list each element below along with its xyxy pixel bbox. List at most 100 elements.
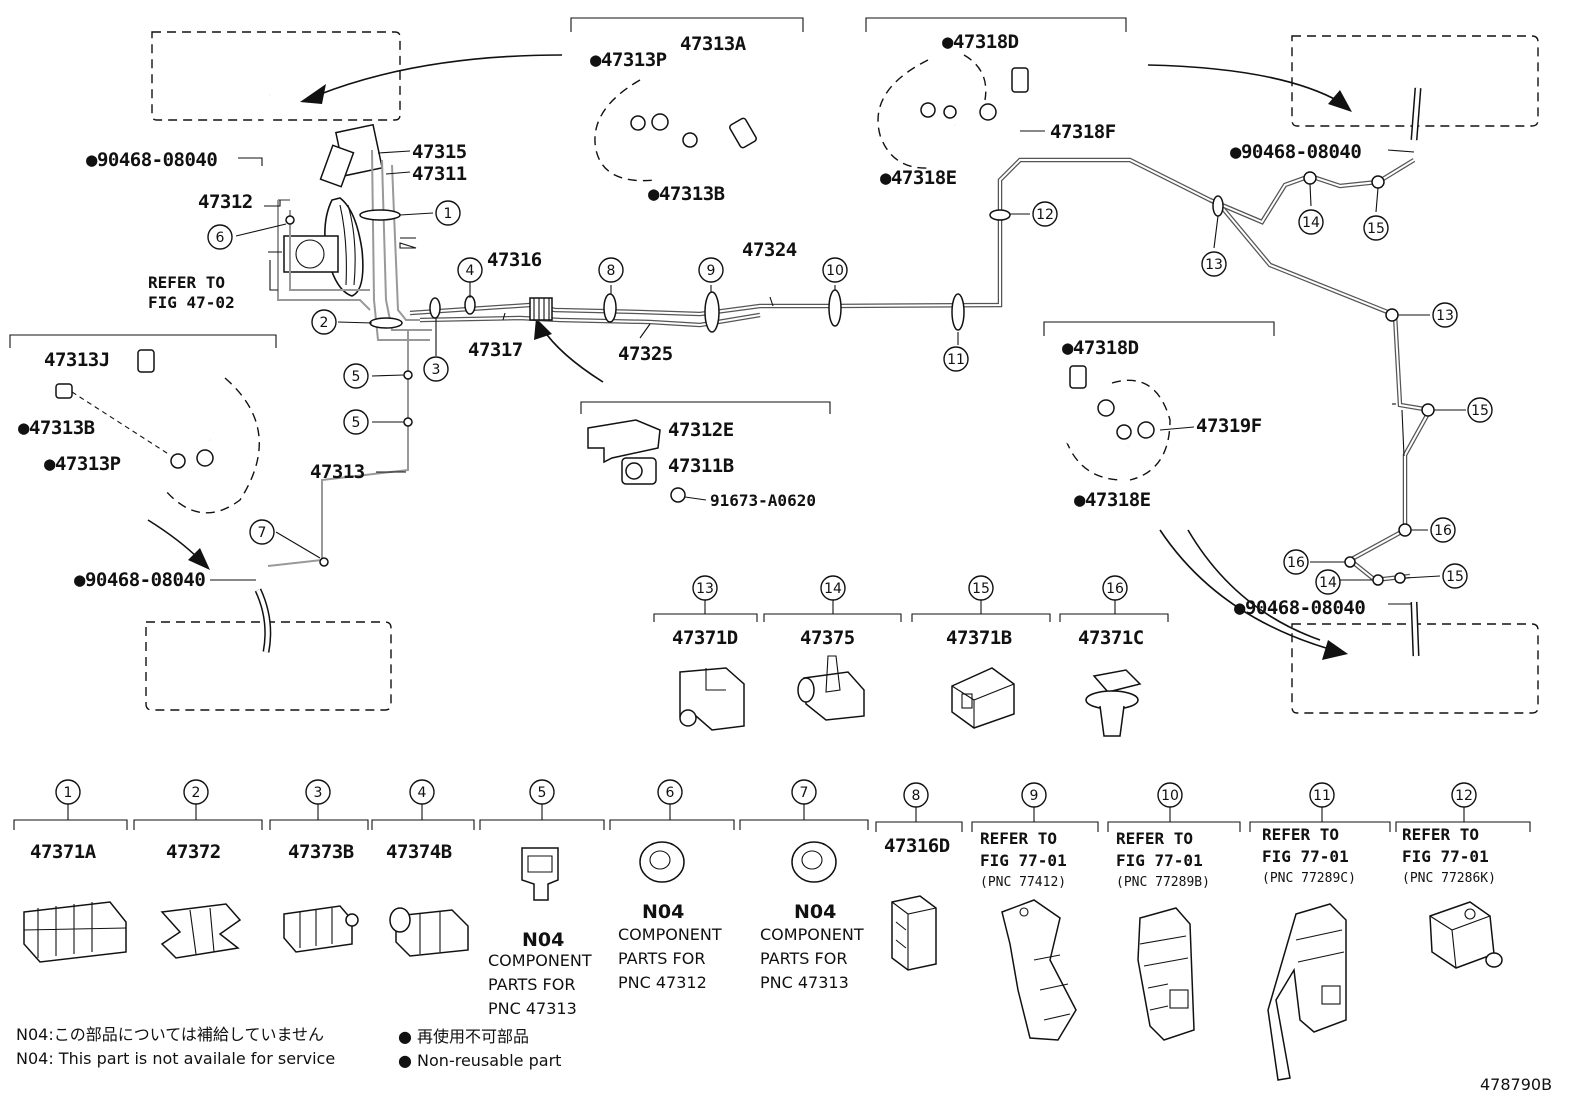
bottom-legend-8: 8 47316D — [875, 782, 963, 971]
label-47325: 47325 — [618, 343, 673, 365]
wheel-box-front-left — [151, 31, 401, 196]
svg-text:12: 12 — [1455, 788, 1473, 804]
svg-text:47373B: 47373B — [288, 841, 354, 863]
callout-7: 7 — [249, 519, 275, 545]
svg-text:47316D: 47316D — [884, 835, 950, 857]
svg-text:(PNC 77289C): (PNC 77289C) — [1262, 871, 1356, 886]
svg-text:47372: 47372 — [166, 841, 221, 863]
leader-lines — [210, 130, 1466, 605]
label-47313B-left: ●47313B — [18, 417, 95, 439]
label-90468-rear-right: ●90468-08040 — [1234, 597, 1365, 619]
callout-6: 6 — [207, 224, 233, 250]
svg-text:2: 2 — [192, 785, 201, 801]
footer-notes: N04:この部品については補給していません N04: This part is … — [16, 1025, 1552, 1094]
svg-text:16: 16 — [1434, 523, 1452, 539]
callout-4: 4 — [457, 257, 483, 283]
callout-15a: 15 — [1363, 215, 1389, 241]
wheel-box-front-right — [1291, 35, 1539, 141]
label-47313P-top: ●47313P — [590, 49, 667, 71]
label-91673-A0620: 91673-A0620 — [710, 491, 816, 510]
label-90468-front-left: ●90468-08040 — [86, 149, 217, 171]
label-47311B: 47311B — [668, 455, 734, 477]
svg-text:4: 4 — [466, 263, 475, 279]
svg-text:1: 1 — [64, 785, 73, 801]
svg-text:5: 5 — [538, 785, 547, 801]
bottom-legend-5: 5 N04 COMPONENT PARTS FOR PNC 47313 — [479, 779, 605, 1018]
callout-16b: 16 — [1283, 549, 1309, 575]
svg-text:10: 10 — [826, 263, 844, 279]
svg-text:(PNC 77286K): (PNC 77286K) — [1402, 871, 1496, 886]
label-47312E: 47312E — [668, 419, 734, 441]
callout-12: 12 — [1032, 201, 1058, 227]
bottom-legend-2: 2 47372 — [133, 779, 263, 959]
svg-text:REFER TO: REFER TO — [1262, 825, 1339, 844]
mid-legend-16: 16 47371C — [1059, 575, 1169, 737]
svg-text:47371D: 47371D — [672, 627, 738, 649]
callout-5b: 5 — [343, 409, 369, 435]
label-47315: 47315 — [412, 141, 467, 163]
callout-9: 9 — [698, 257, 724, 283]
bottom-legend-12: 12 REFER TO FIG 77-01 (PNC 77286K) — [1395, 782, 1531, 969]
callout-5a: 5 — [343, 363, 369, 389]
note-nonreusable-japanese: ● 再使用不可部品 — [398, 1027, 529, 1046]
master-cylinder-assembly — [277, 123, 432, 341]
svg-text:PARTS FOR: PARTS FOR — [760, 949, 847, 968]
mid-legend: 13 47371D 14 47375 15 47371B 16 47371 — [653, 575, 1169, 737]
svg-text:13: 13 — [1436, 308, 1454, 324]
label-47316: 47316 — [487, 249, 542, 271]
svg-text:13: 13 — [696, 581, 714, 597]
callout-10: 10 — [822, 257, 848, 283]
svg-text:12: 12 — [1036, 207, 1054, 223]
callout-14a: 14 — [1298, 209, 1324, 235]
mid-legend-14: 14 47375 — [763, 575, 902, 721]
svg-text:13: 13 — [1205, 257, 1223, 273]
callout-2: 2 — [311, 309, 337, 335]
svg-text:7: 7 — [258, 525, 267, 541]
svg-text:PARTS FOR: PARTS FOR — [488, 975, 575, 994]
svg-text:47371A: 47371A — [30, 841, 97, 863]
note-nonreusable-english: ● Non-reusable part — [398, 1051, 561, 1070]
callout-15c: 15 — [1442, 563, 1468, 589]
label-47324: 47324 — [742, 239, 797, 261]
note-n04-english: N04: This part is not availale for servi… — [16, 1049, 335, 1068]
diagram-id: 478790B — [1480, 1075, 1552, 1094]
label-47313J: 47313J — [44, 349, 110, 371]
svg-text:REFER TO: REFER TO — [1402, 825, 1479, 844]
tube-clips — [285, 171, 1435, 586]
label-47313P-left: ●47313P — [44, 453, 121, 475]
svg-text:PNC 47312: PNC 47312 — [618, 973, 707, 992]
label-47318E-top: ●47318E — [880, 167, 957, 189]
label-47313B-top: ●47313B — [648, 183, 725, 205]
svg-text:15: 15 — [1446, 569, 1464, 585]
svg-text:COMPONENT: COMPONENT — [760, 925, 864, 944]
svg-text:FIG 77-01: FIG 77-01 — [1262, 847, 1349, 866]
callout-11: 11 — [943, 346, 969, 372]
callout-1: 1 — [435, 200, 461, 226]
bottom-legend-11: 11 REFER TO FIG 77-01 (PNC 77289C) — [1249, 782, 1391, 1081]
inset-front-right-hose — [865, 17, 1127, 169]
svg-text:2: 2 — [320, 315, 329, 331]
label-47317: 47317 — [468, 339, 523, 361]
callout-3: 3 — [423, 356, 449, 382]
svg-text:15: 15 — [972, 581, 990, 597]
bottom-legend-10: 10 REFER TO FIG 77-01 (PNC 77289B) — [1107, 782, 1241, 1041]
label-47319F: 47319F — [1196, 415, 1262, 437]
svg-text:14: 14 — [1302, 215, 1320, 231]
label-47313: 47313 — [310, 461, 365, 483]
callout-15b: 15 — [1467, 397, 1493, 423]
svg-text:N04: N04 — [794, 901, 836, 923]
bottom-legend-1: 1 47371A — [13, 779, 128, 963]
label-47313A: 47313A — [680, 33, 747, 55]
svg-text:PNC 47313: PNC 47313 — [488, 999, 577, 1018]
mid-legend-15: 15 47371B — [911, 575, 1051, 729]
svg-text:16: 16 — [1287, 555, 1305, 571]
svg-text:11: 11 — [947, 352, 965, 368]
bottom-legend: 1 47371A 2 47372 3 47373B 4 47374B — [13, 779, 1531, 1081]
label-47318D-mid: ●47318D — [1062, 337, 1139, 359]
svg-text:5: 5 — [352, 415, 361, 431]
svg-text:8: 8 — [607, 263, 616, 279]
diagram-part-labels: 47313A ●47313P ●47313B ●47318D 47318F ●4… — [18, 31, 1366, 619]
svg-text:9: 9 — [1030, 788, 1039, 804]
svg-text:PARTS FOR: PARTS FOR — [618, 949, 705, 968]
callout-14b: 14 — [1315, 569, 1341, 595]
